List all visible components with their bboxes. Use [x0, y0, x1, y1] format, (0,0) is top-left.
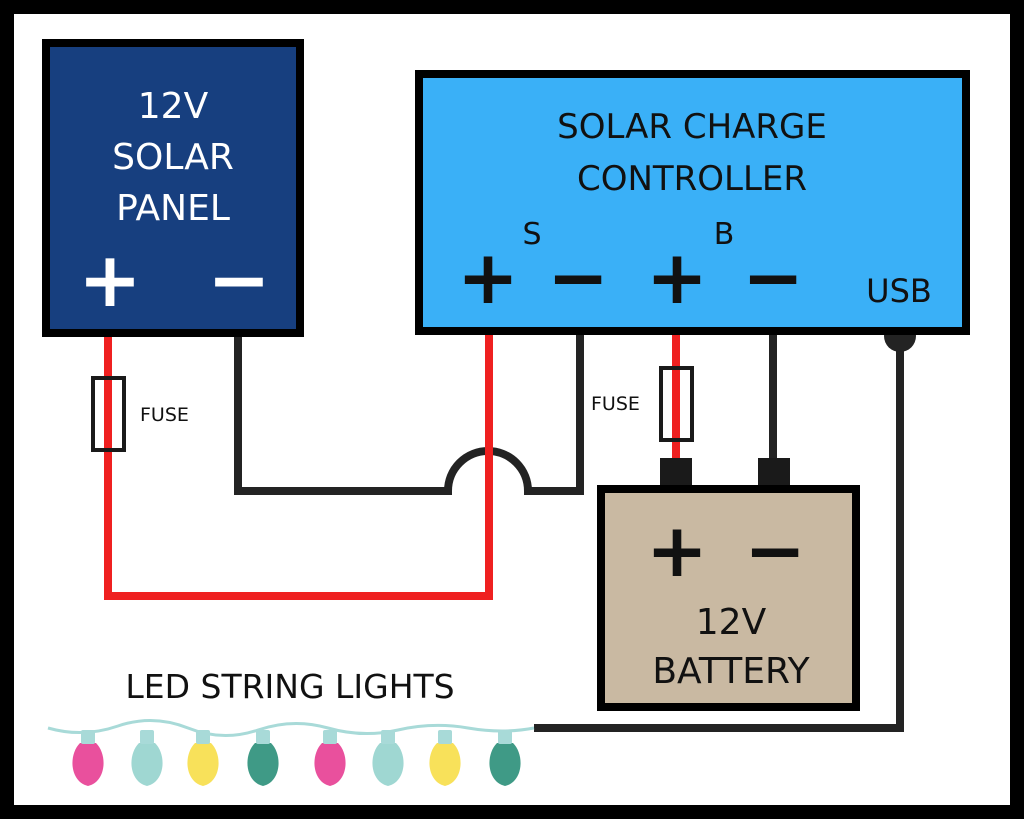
- led-bulb: [314, 730, 346, 786]
- controller-battery-minus-sign: −: [742, 235, 804, 321]
- led-bulb-socket: [256, 730, 270, 744]
- solar-panel-plus-sign: +: [78, 235, 142, 324]
- battery-fuse-label: FUSE: [591, 393, 640, 415]
- battery-box: [597, 485, 860, 711]
- led-bulb-glass: [489, 743, 521, 786]
- controller-solar-input-label: S: [522, 217, 541, 252]
- solar-panel-label-voltage: 12V: [138, 86, 209, 127]
- controller-solar-plus-sign: +: [457, 235, 519, 321]
- battery-minus-sign: −: [744, 508, 806, 594]
- panel-positive-wire: [104, 332, 493, 600]
- battery-plus-sign: +: [646, 508, 708, 594]
- battery-label-voltage: 12V: [696, 602, 767, 643]
- led-bulb: [72, 730, 104, 786]
- led-bulb-glass: [314, 743, 346, 786]
- controller-title-line2: CONTROLLER: [577, 159, 807, 199]
- led-bulb: [187, 730, 219, 786]
- solar-panel-negative-terminal: −: [207, 235, 271, 324]
- led-bulb-socket: [438, 730, 452, 744]
- led-bulbs-group: [72, 730, 521, 786]
- controller-battery-output-label: B: [714, 217, 735, 252]
- solar-panel-positive-terminal: +: [78, 235, 142, 324]
- usb-cable: [534, 338, 904, 732]
- solar-panel-label-panel: PANEL: [116, 188, 230, 229]
- battery-negative-post: [758, 458, 790, 488]
- led-bulb-glass: [187, 743, 219, 786]
- led-string-cord: [47, 718, 535, 738]
- led-lights-label: LED STRING LIGHTS: [125, 667, 454, 706]
- solar-panel-minus-sign: −: [207, 235, 271, 324]
- controller-battery-plus-sign: +: [646, 235, 708, 321]
- led-bulb-socket: [140, 730, 154, 744]
- battery-label-name: BATTERY: [652, 651, 810, 692]
- led-bulb: [372, 730, 404, 786]
- led-bulb: [247, 730, 279, 786]
- controller-usb-label: USB: [866, 272, 932, 310]
- led-bulb-glass: [72, 743, 104, 786]
- charge-controller-box: [415, 70, 970, 335]
- led-bulb-socket: [196, 730, 210, 744]
- led-bulb: [489, 730, 521, 786]
- led-bulb-glass: [372, 743, 404, 786]
- led-bulb-socket: [381, 730, 395, 744]
- led-bulb: [429, 730, 461, 786]
- panel-fuse-label: FUSE: [140, 404, 189, 426]
- led-bulb-socket: [498, 730, 512, 744]
- solar-panel-label-solar: SOLAR: [112, 137, 234, 178]
- controller-solar-minus-sign: −: [547, 235, 609, 321]
- solar-panel-box: [42, 39, 304, 337]
- led-bulb-glass: [429, 743, 461, 786]
- led-bulb-glass: [131, 743, 163, 786]
- led-bulb-socket: [323, 730, 337, 744]
- led-bulb-socket: [81, 730, 95, 744]
- controller-title-line1: SOLAR CHARGE: [557, 107, 827, 147]
- led-bulb-glass: [247, 743, 279, 786]
- battery-positive-post: [660, 458, 692, 488]
- led-bulb: [131, 730, 163, 786]
